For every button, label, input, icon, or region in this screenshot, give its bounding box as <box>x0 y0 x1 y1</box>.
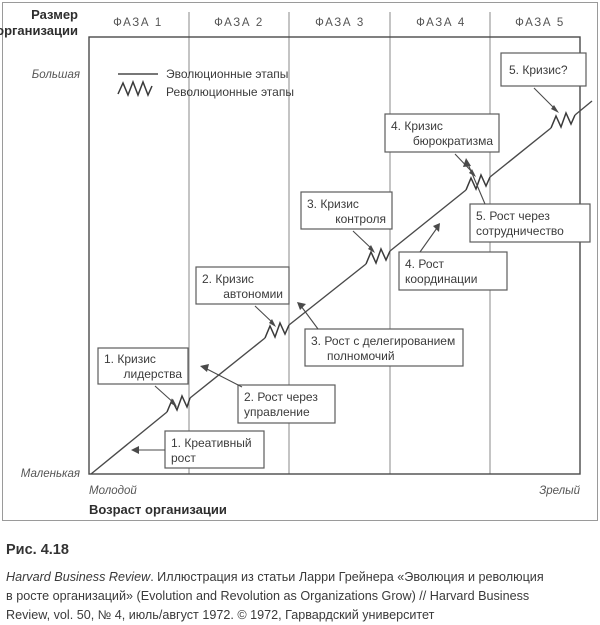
evolution-segment-2 <box>189 337 266 399</box>
callout-crisis-5-arrowhead <box>551 105 559 113</box>
phase-label-3: ФАЗА 3 <box>315 17 365 29</box>
callout-growth-2[interactable]: 2. Рост через управление <box>200 364 336 424</box>
callout-growth-1-arrowhead <box>131 446 139 454</box>
callout-growth-5-line1: 5. Рост через <box>476 209 550 223</box>
callout-crisis-4-line2: бюрократизма <box>413 134 494 148</box>
revolution-zigzag-3 <box>365 247 391 265</box>
phase-label-2: ФАЗА 2 <box>214 17 264 29</box>
legend: Эволюционные этапы Революционные этапы <box>117 67 294 99</box>
callout-growth-5[interactable]: 5. Рост через сотрудничество <box>463 158 591 243</box>
callout-growth-4-arrowhead <box>433 223 440 232</box>
y-axis-max-label: Большая <box>32 69 80 81</box>
y-axis-title-line2: организации <box>0 23 78 38</box>
callout-crisis-2-arrowhead <box>269 319 276 327</box>
growth-curve <box>90 100 593 475</box>
callout-crisis-1[interactable]: 1. Кризис лидерства <box>97 347 189 407</box>
callout-crisis-2[interactable]: 2. Кризис автономии <box>195 266 290 327</box>
callout-growth-2-box[interactable] <box>237 384 336 424</box>
callout-growth-1-line2: рост <box>171 451 196 465</box>
callout-crisis-5-leader <box>533 87 557 111</box>
callout-crisis-3[interactable]: 3. Кризис контроля <box>300 191 393 253</box>
legend-revolution-zigzag-icon <box>117 79 153 98</box>
callout-growth-5-leader <box>467 163 486 205</box>
callout-growth-3-line2: полномочий <box>327 349 395 363</box>
caption-line-1-rest: . Иллюстрация из статьи Ларри Грейнера «… <box>150 570 543 584</box>
revolution-zigzag-4 <box>465 173 491 191</box>
callout-growth-3-box[interactable] <box>304 328 464 367</box>
x-axis-max-label: Зрелый <box>539 485 580 497</box>
callout-growth-4-leader <box>419 227 438 253</box>
caption-line-1: Harvard Business Review. Иллюстрация из … <box>6 570 544 584</box>
evolution-segment-4 <box>389 189 467 252</box>
caption-line-3: Review, vol. 50, № 4, июль/август 1972. … <box>6 608 435 622</box>
revolution-zigzag-2 <box>264 321 290 339</box>
callout-crisis-2-line1: 2. Кризис <box>202 272 254 286</box>
callout-crisis-1-line1: 1. Кризис <box>104 352 156 366</box>
phase-label-5: ФАЗА 5 <box>515 17 565 29</box>
evolution-segment-5 <box>489 127 552 178</box>
callout-growth-5-box[interactable] <box>469 203 591 243</box>
callout-growth-4-line1: 4. Рост <box>405 257 444 271</box>
evolution-segment-6 <box>574 100 593 116</box>
callout-growth-1-line1: 1. Креативный <box>171 436 252 450</box>
caption-figure-number: Рис. 4.18 <box>6 542 69 558</box>
callout-growth-4-line2: координации <box>405 272 477 286</box>
legend-evolution-label: Эволюционные этапы <box>166 67 288 81</box>
y-axis-min-label: Маленькая <box>21 468 80 480</box>
callout-crisis-3-arrowhead <box>368 245 375 253</box>
evolution-segment-3 <box>288 263 367 326</box>
legend-revolution-label: Революционные этапы <box>166 85 294 99</box>
callout-growth-2-line1: 2. Рост через <box>244 390 318 404</box>
callout-crisis-2-box[interactable] <box>195 266 290 305</box>
callout-growth-3-arrowhead <box>297 302 306 310</box>
callout-crisis-3-line1: 3. Кризис <box>307 197 359 211</box>
phase-label-4: ФАЗА 4 <box>416 17 466 29</box>
callout-growth-5-arrowhead <box>463 158 471 167</box>
callout-crisis-3-line2: контроля <box>335 212 386 226</box>
callout-growth-2-arrowhead <box>200 364 209 372</box>
callout-crisis-3-box[interactable] <box>300 191 393 230</box>
callout-growth-4-box[interactable] <box>398 251 508 291</box>
callout-growth-3[interactable]: 3. Рост с делегированием полномочий <box>297 302 464 367</box>
x-axis-min-label: Молодой <box>89 485 137 497</box>
callout-growth-5-line2: сотрудничество <box>476 224 564 238</box>
caption-source-title: Harvard Business Review <box>6 570 151 584</box>
callout-growth-3-line1: 3. Рост с делегированием <box>311 334 455 348</box>
caption-line-2: в росте организаций» (Evolution and Revo… <box>6 589 529 603</box>
callout-crisis-5[interactable]: 5. Кризис? <box>500 52 587 113</box>
callout-growth-4[interactable]: 4. Рост координации <box>398 223 508 291</box>
callout-crisis-4[interactable]: 4. Кризис бюрократизма <box>384 113 500 177</box>
evolution-segment-1 <box>90 411 168 475</box>
phase-label-1: ФАЗА 1 <box>113 17 163 29</box>
callout-growth-1[interactable]: 1. Креативный рост <box>131 430 265 469</box>
y-axis-title-line1: Размер <box>31 7 78 22</box>
callout-growth-3-leader <box>300 305 319 330</box>
callout-crisis-4-box[interactable] <box>384 113 500 153</box>
callout-crisis-5-box[interactable] <box>500 52 587 87</box>
callout-crisis-1-arrowhead <box>170 399 177 407</box>
callout-crisis-4-line1: 4. Кризис <box>391 119 443 133</box>
plot-area-frame <box>88 36 581 475</box>
revolution-zigzag-5 <box>550 111 576 129</box>
callout-crisis-1-box[interactable] <box>97 347 189 385</box>
figure-outer-border <box>2 2 598 521</box>
revolution-zigzag-1 <box>166 394 191 413</box>
callout-growth-2-leader <box>204 367 243 388</box>
callout-growth-2-line2: управление <box>244 405 310 419</box>
callout-crisis-1-line2: лидерства <box>124 367 183 381</box>
callout-crisis-2-line2: автономии <box>223 287 283 301</box>
x-axis-title: Возраст организации <box>89 502 227 517</box>
callout-crisis-5-line1: 5. Кризис? <box>509 63 568 77</box>
